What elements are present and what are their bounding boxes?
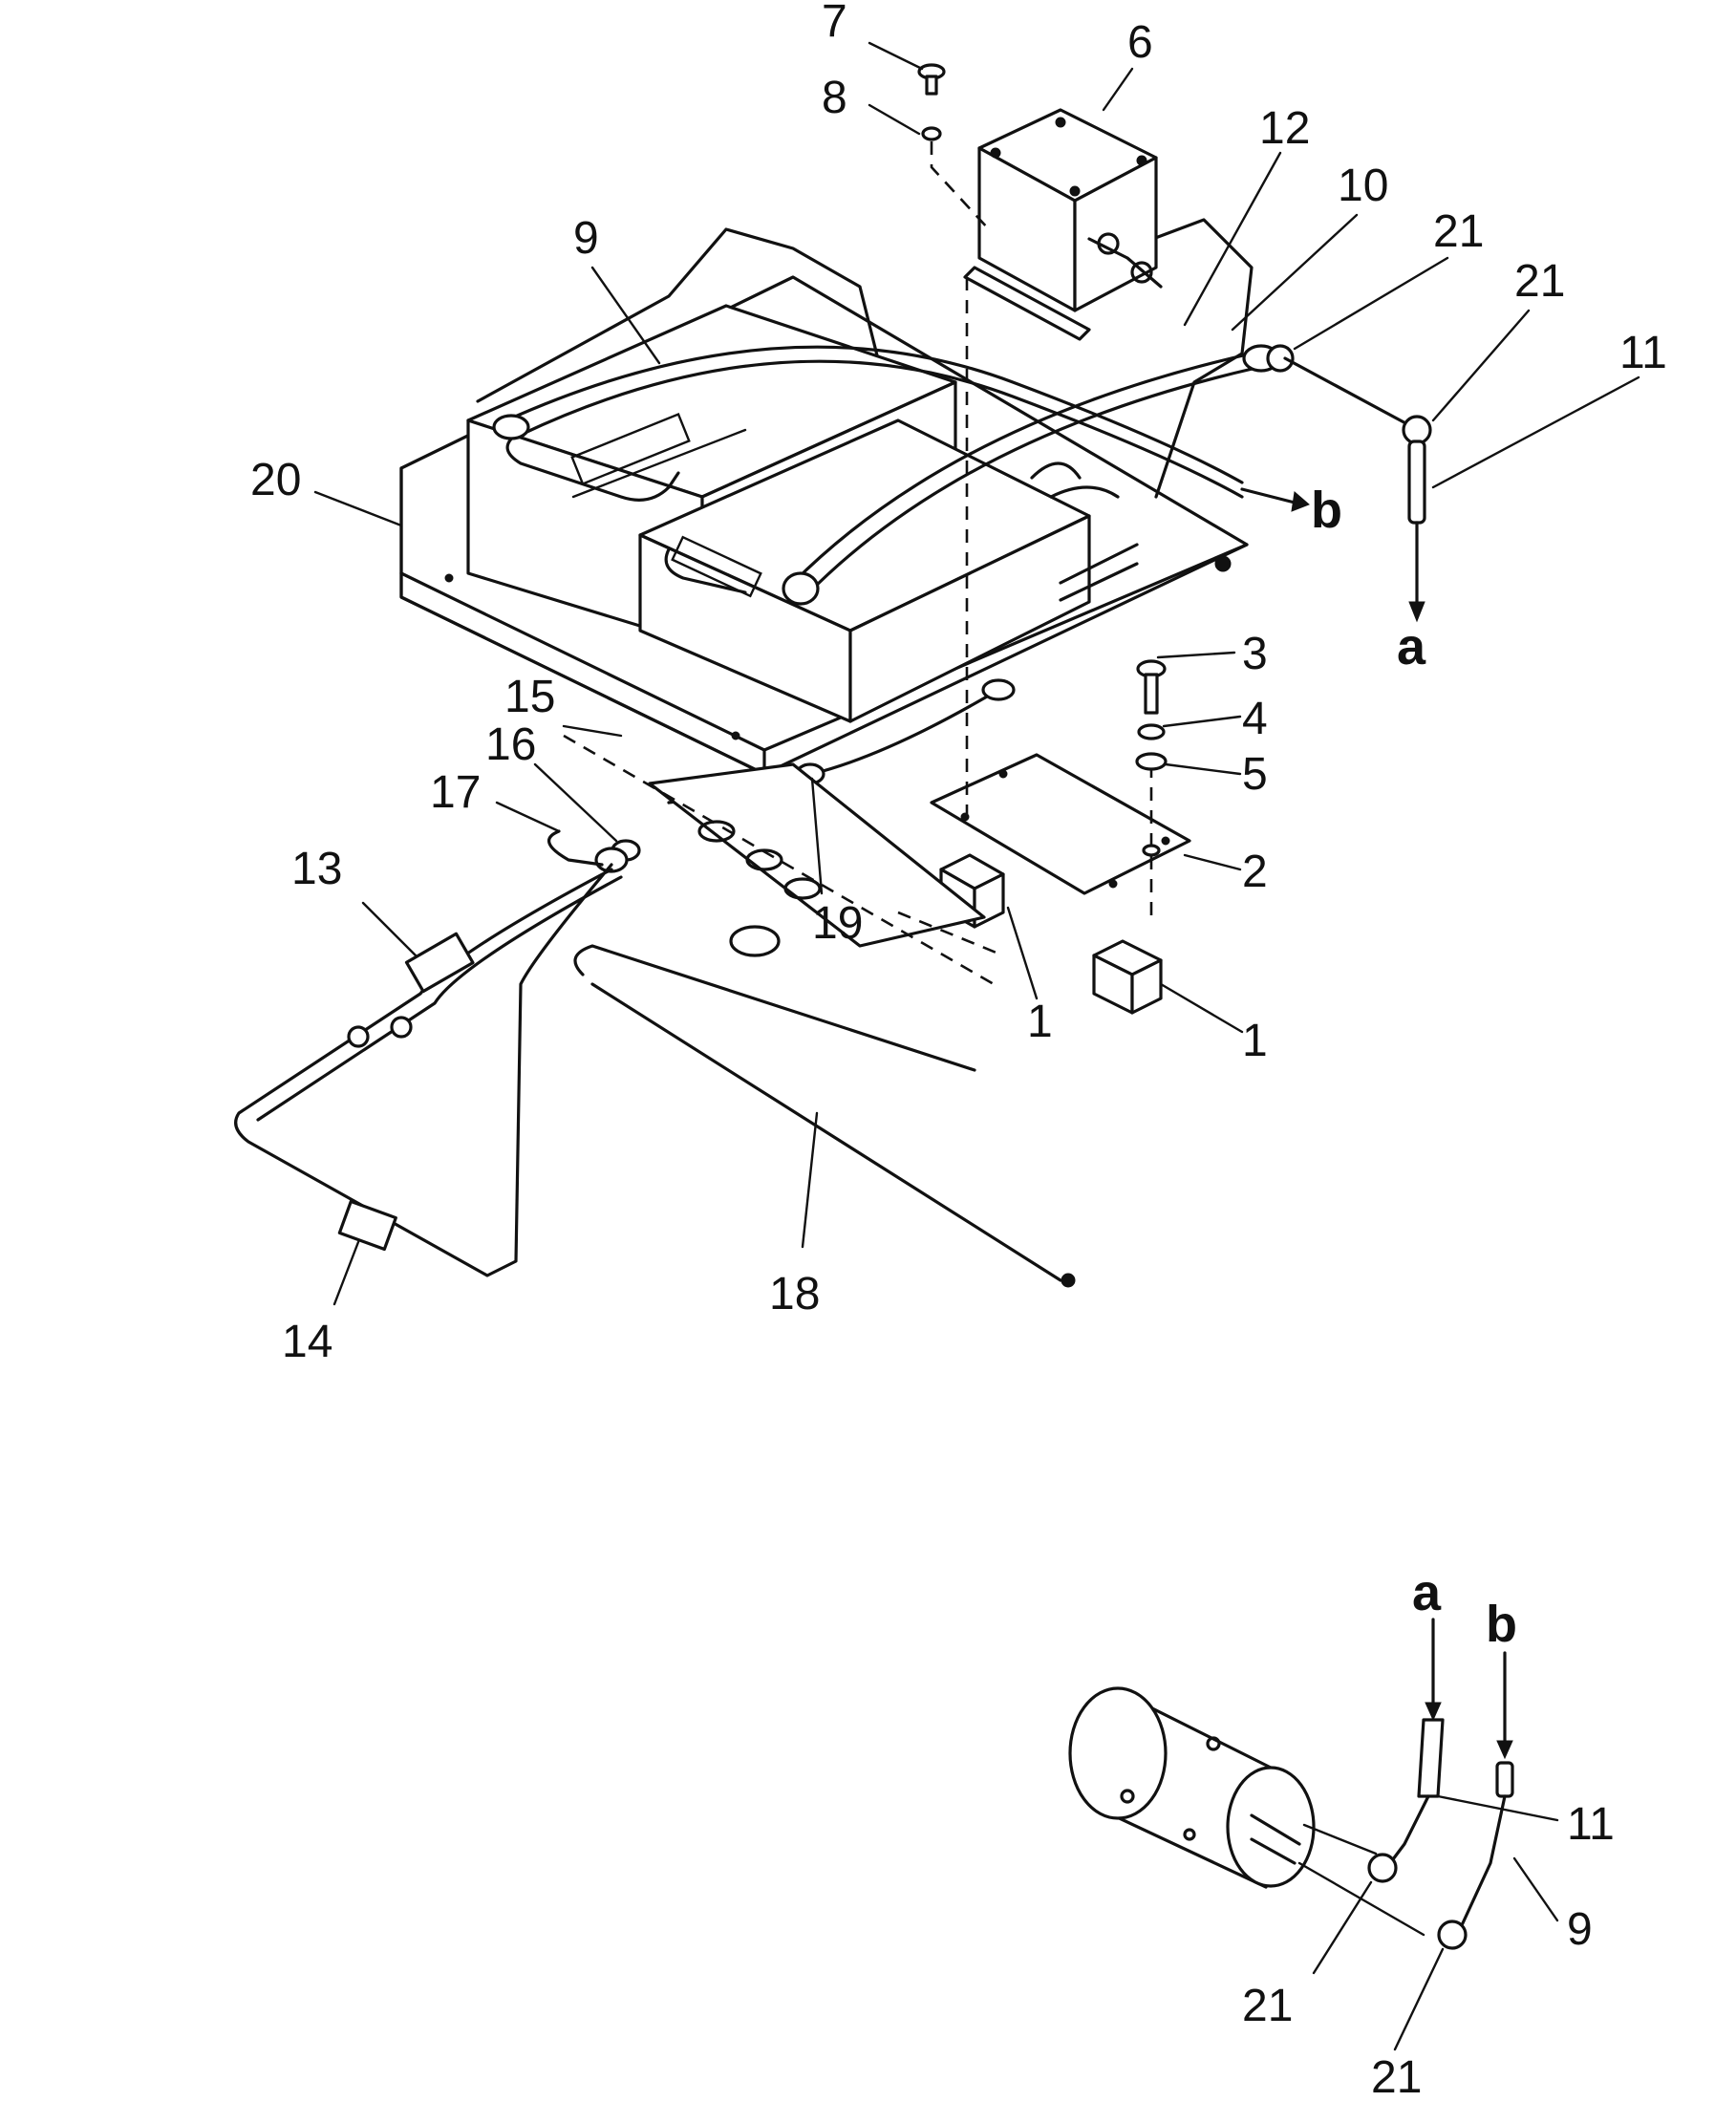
callout-18: 18 — [769, 1269, 820, 1319]
callout-20: 20 — [250, 455, 301, 505]
callout-21-top-a: 21 — [1433, 206, 1484, 257]
callout-3: 3 — [1242, 629, 1268, 679]
rear-bracket — [476, 218, 1254, 499]
bolt-7 — [917, 63, 946, 96]
ground-terminal — [547, 829, 641, 873]
callout-17: 17 — [430, 767, 481, 818]
arrow-b-top — [1240, 487, 1297, 504]
wiring-harness — [234, 863, 623, 1277]
callout-1-right: 1 — [1242, 1016, 1268, 1066]
callout-13: 13 — [291, 844, 342, 894]
mounting-plate-2 — [930, 753, 1191, 895]
cable-9 — [492, 345, 1244, 499]
callout-9-bottom: 9 — [1567, 1904, 1593, 1955]
callout-6: 6 — [1127, 17, 1153, 68]
leader-lines — [313, 41, 1640, 2051]
battery-cover-18 — [573, 762, 1076, 1288]
callout-10: 10 — [1338, 161, 1388, 211]
battery-right — [638, 418, 1139, 723]
mark-a-top: a — [1397, 618, 1426, 676]
starting-motor-detail — [1068, 1686, 1425, 1937]
callout-16: 16 — [485, 719, 536, 770]
terminal-cap-21 — [1266, 344, 1295, 373]
callout-12: 12 — [1259, 103, 1310, 154]
washer-5 — [1135, 752, 1168, 771]
block-1-right — [1092, 939, 1163, 1015]
callout-11-top: 11 — [1619, 328, 1667, 378]
callout-4: 4 — [1242, 694, 1268, 744]
washer-8 — [921, 126, 942, 141]
bolt-3 — [1136, 659, 1167, 715]
battery-relay — [963, 108, 1163, 341]
callout-21-top-b: 21 — [1514, 256, 1565, 307]
cable-9-bottom — [1437, 1651, 1514, 1950]
mark-b-top: b — [1311, 482, 1342, 539]
callout-7: 7 — [822, 0, 847, 47]
lock-washer-4 — [1137, 723, 1166, 740]
callout-11-bottom: 11 — [1567, 1799, 1615, 1850]
callout-5: 5 — [1242, 749, 1268, 800]
callout-21-bottom-a: 21 — [1242, 1981, 1293, 2031]
callout-19: 19 — [812, 898, 863, 949]
callout-15: 15 — [504, 672, 555, 722]
cable-10 — [782, 344, 1280, 606]
callout-14: 14 — [282, 1317, 332, 1367]
callout-21-bottom-b: 21 — [1371, 2052, 1422, 2102]
cable-11-bottom — [1367, 1618, 1445, 1883]
callout-9-top: 9 — [573, 213, 599, 264]
mark-a-bottom: a — [1412, 1564, 1442, 1621]
callout-8: 8 — [822, 73, 847, 123]
mark-b-bottom: b — [1486, 1596, 1517, 1653]
cable-11 — [1283, 356, 1432, 623]
callout-2: 2 — [1242, 847, 1268, 897]
callout-1-left: 1 — [1027, 997, 1053, 1047]
